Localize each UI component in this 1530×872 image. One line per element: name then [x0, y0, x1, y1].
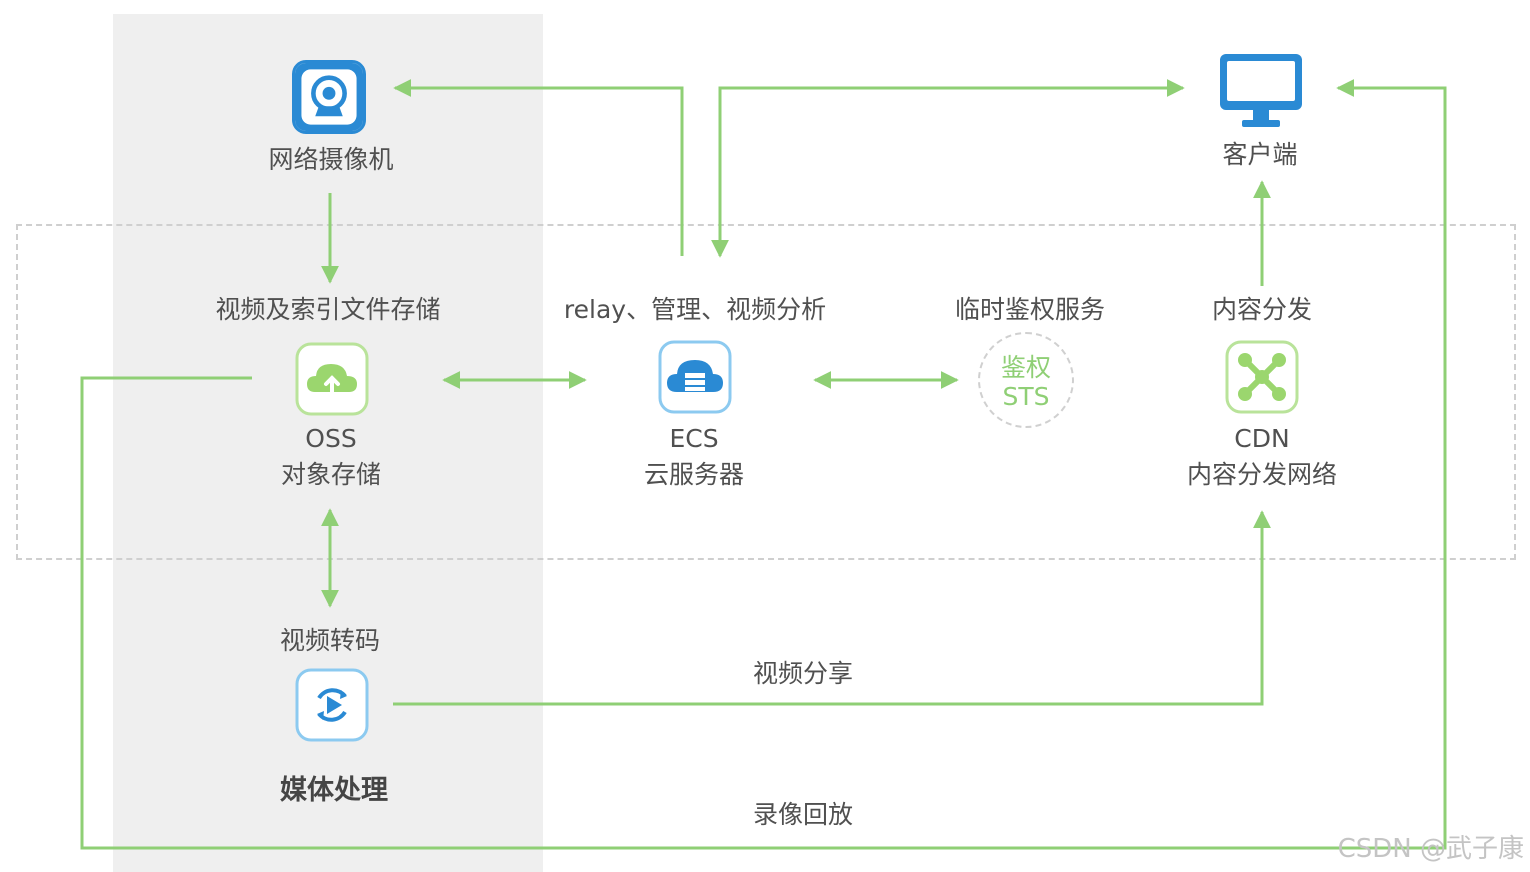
- arrow-client-ecs: [711, 79, 1185, 258]
- oss-sub: 对象存储: [280, 460, 382, 489]
- oss-name: OSS: [305, 424, 357, 453]
- ecs-name: ECS: [669, 424, 719, 453]
- cdn-name: CDN: [1234, 424, 1290, 453]
- sts-badge-icon: 鉴权 STS: [978, 332, 1074, 428]
- video-share-label: 视频分享: [752, 659, 854, 688]
- monitor-icon: [1218, 52, 1304, 132]
- cloud-storage-icon: [295, 342, 369, 416]
- camera-label: 网络摄像机: [268, 145, 394, 174]
- network-nodes-icon: [1225, 340, 1299, 414]
- arrow-ecs-to-camera: [393, 79, 684, 256]
- playback-label: 录像回放: [752, 800, 854, 829]
- arrow-share-to-cdn: [393, 510, 1271, 706]
- video-transcode-icon: [295, 668, 369, 742]
- transcode-top-label: 视频转码: [279, 626, 381, 655]
- media-processing-label: 媒体处理: [280, 775, 388, 806]
- cdn-top-label: 内容分发: [1211, 295, 1313, 324]
- ecs-top-label: relay、管理、视频分析: [563, 295, 827, 324]
- arrow-playback-to-client: [80, 79, 1447, 850]
- sts-top-label: 临时鉴权服务: [954, 295, 1106, 324]
- watermark: CSDN @武子康: [1337, 834, 1524, 864]
- sts-badge-line2: STS: [1002, 382, 1050, 411]
- cloud-server-icon: [658, 340, 732, 414]
- ecs-sub: 云服务器: [643, 460, 745, 489]
- webcam-icon: [292, 60, 366, 134]
- sts-badge-line1: 鉴权: [1000, 353, 1051, 382]
- client-label: 客户端: [1222, 140, 1298, 169]
- cdn-sub: 内容分发网络: [1186, 460, 1338, 489]
- oss-top-label: 视频及索引文件存储: [215, 295, 441, 324]
